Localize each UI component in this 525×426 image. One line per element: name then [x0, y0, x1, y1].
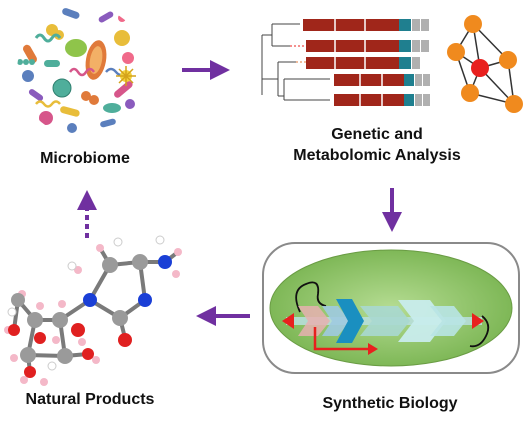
label-analysis: Genetic and Metabolomic Analysis	[262, 124, 492, 166]
synthetic-biology-cell	[262, 242, 520, 374]
label-microbiome: Microbiome	[40, 150, 130, 167]
molecule-model	[4, 235, 182, 386]
phylogenetic-tree	[261, 23, 330, 101]
label-analysis-line2: Metabolomic Analysis	[293, 147, 461, 164]
microbiome-illustration	[17, 5, 149, 137]
label-natural-products: Natural Products	[25, 391, 155, 408]
gene-clusters	[303, 19, 430, 106]
label-synthetic-biology: Synthetic Biology	[322, 395, 458, 412]
metabolic-network	[447, 15, 523, 113]
label-analysis-line1: Genetic and	[331, 126, 423, 143]
